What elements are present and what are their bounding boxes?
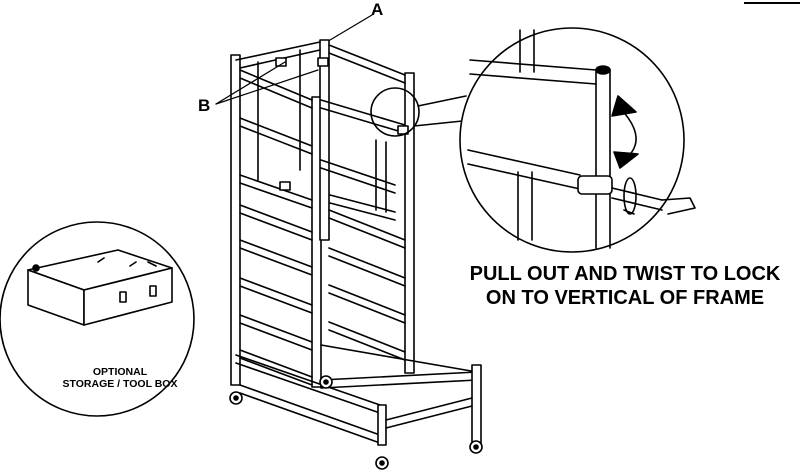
callout-leaders xyxy=(215,14,373,105)
corner-rule xyxy=(744,2,800,4)
detail-magnified xyxy=(459,27,696,253)
left-frame xyxy=(230,54,322,388)
castor-wheels xyxy=(229,375,483,470)
detail-callout xyxy=(370,87,473,137)
storage-label-line-1: OPTIONAL xyxy=(92,366,148,378)
storage-box-label: OPTIONAL STORAGE / TOOL BOX xyxy=(36,366,204,390)
instruction-caption: PULL OUT AND TWIST TO LOCK ON TO VERTICA… xyxy=(450,262,800,310)
callout-label-a: A xyxy=(371,0,384,19)
back-frame xyxy=(319,39,415,374)
callout-label-b: B xyxy=(198,96,211,115)
caption-line-2: ON TO VERTICAL OF FRAME xyxy=(485,287,765,309)
storage-inset xyxy=(0,221,195,417)
base-frame xyxy=(235,344,482,446)
top-bars xyxy=(235,41,409,221)
caption-line-1: PULL OUT AND TWIST TO LOCK xyxy=(469,263,781,285)
storage-label-line-2: STORAGE / TOOL BOX xyxy=(62,378,178,390)
